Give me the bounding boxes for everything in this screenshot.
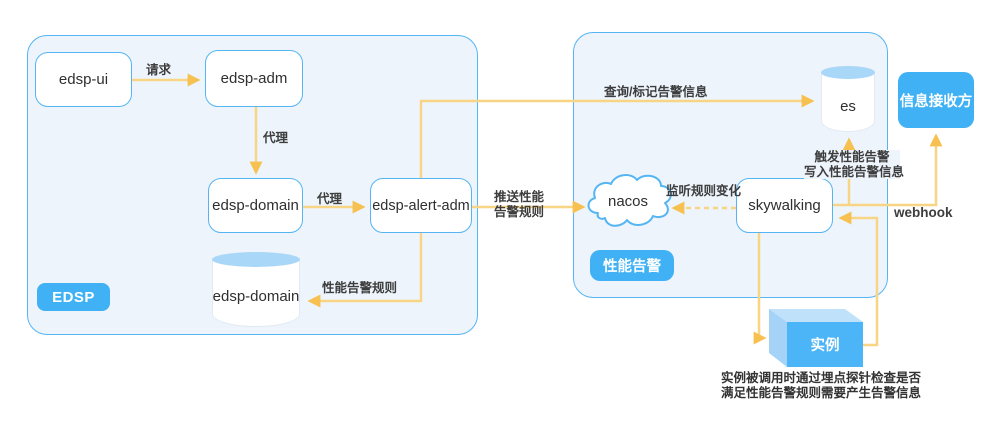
edge-label-request: 请求 <box>146 63 172 77</box>
instance-note-line2: 满足性能告警规则需要产生告警信息 <box>720 386 921 400</box>
edge-label-push-rules-line2: 告警规则 <box>494 204 545 219</box>
instance-note: 实例被调用时通过埋点探针检查是否 满足性能告警规则需要产生告警信息 <box>710 371 932 401</box>
edsp-group-badge-label: EDSP <box>52 288 95 306</box>
edge-label-trigger-write: 触发性能告警 写入性能告警信息 <box>804 150 905 179</box>
edge-query-mark-to-es-arrow <box>419 94 815 178</box>
edge-perf-rules-to-db-arrow <box>307 233 423 308</box>
edge-label-query-mark-alert: 查询/标记告警信息 <box>604 85 708 99</box>
edge-label-proxy-down: 代理 <box>263 131 289 145</box>
edge-webhook-to-receiver-arrow <box>833 133 943 207</box>
database-es-label: es <box>840 97 856 115</box>
node-edsp-ui-label: edsp-ui <box>58 71 109 88</box>
performance-alert-group-badge-label: 性能告警 <box>603 259 661 275</box>
performance-alert-group-badge: 性能告警 <box>590 250 674 281</box>
node-edsp-adm: edsp-adm <box>205 50 303 107</box>
edge-instance-to-skywalking-arrow <box>838 211 879 347</box>
edsp-group-badge: EDSP <box>37 283 110 311</box>
edge-label-webhook: webhook <box>894 205 953 220</box>
cylinder-top <box>212 252 300 267</box>
node-edsp-alert-adm: edsp-alert-adm <box>370 178 472 233</box>
instance-cube-icon <box>769 309 863 367</box>
node-edsp-alert-adm-label: edsp-alert-adm <box>372 197 470 214</box>
edge-label-listen-rule-change: 监听规则变化 <box>666 184 742 198</box>
node-nacos-label: nacos <box>608 193 648 210</box>
edge-label-trigger-line2: 写入性能告警信息 <box>804 164 905 179</box>
cylinder-body <box>821 73 875 132</box>
instance-cube-label: 实例 <box>810 338 840 354</box>
edge-label-push-rules-line1: 推送性能 <box>494 190 545 204</box>
database-edsp-domain-label: edsp-domain <box>212 288 300 305</box>
node-edsp-adm-label: edsp-adm <box>220 70 288 87</box>
edge-label-perf-alert-rules: 性能告警规则 <box>322 281 398 295</box>
instance-note-line1: 实例被调用时通过埋点探针检查是否 <box>720 371 921 385</box>
cylinder-body <box>212 259 300 327</box>
edge-skywalking-to-instance-arrow <box>753 233 767 345</box>
database-es-cylinder-icon: es <box>821 66 875 132</box>
node-edsp-domain: edsp-domain <box>208 178 303 233</box>
node-edsp-ui: edsp-ui <box>35 52 132 107</box>
node-skywalking: skywalking <box>736 178 833 233</box>
nacos-cloud-icon: nacos <box>587 174 672 227</box>
edge-label-trigger-line1: 触发性能告警 <box>814 150 890 164</box>
node-edsp-domain-label: edsp-domain <box>212 197 299 214</box>
node-skywalking-label: skywalking <box>748 197 821 214</box>
edge-label-proxy-right: 代理 <box>317 192 343 206</box>
node-message-receiver: 信息接收方 <box>898 72 974 128</box>
database-edsp-domain-cylinder-icon: edsp-domain <box>212 252 300 327</box>
edge-label-push-rules: 推送性能 告警规则 <box>494 190 544 219</box>
node-message-receiver-label: 信息接收方 <box>899 93 973 110</box>
cylinder-top <box>821 66 875 79</box>
